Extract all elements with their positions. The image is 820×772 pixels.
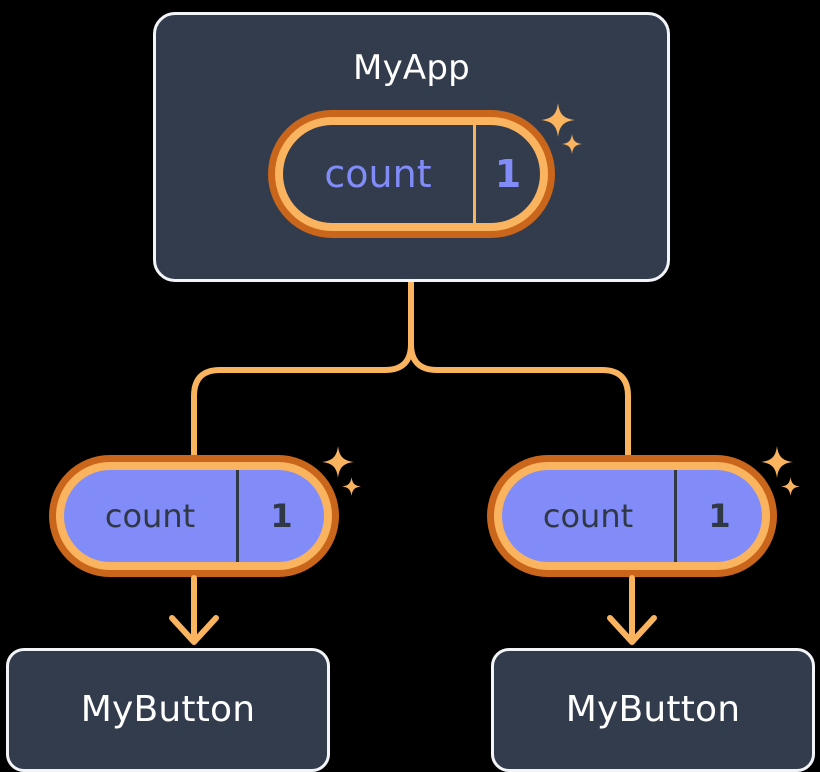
signal-divider <box>236 470 239 562</box>
signal-divider <box>674 470 677 562</box>
signal-pill-ring: count 1 <box>494 462 770 570</box>
signal-name-right: count <box>542 497 634 535</box>
signal-pill-body: count 1 <box>283 125 540 223</box>
signal-divider <box>473 125 476 223</box>
signal-pill-body: count 1 <box>502 470 762 562</box>
sparkle-large-icon <box>761 446 793 478</box>
signal-name-left: count <box>104 497 196 535</box>
component-label-myapp: MyApp <box>353 48 470 88</box>
signal-value-right: 1 <box>708 497 731 535</box>
component-label-mybutton-right: MyButton <box>565 689 741 730</box>
signal-pill-ring: count 1 <box>56 462 332 570</box>
signal-value-left: 1 <box>270 497 293 535</box>
sparkle-small-icon <box>342 477 361 496</box>
component-box-mybutton-right[interactable]: MyButton <box>491 648 815 772</box>
signal-pill-root[interactable]: count 1 <box>268 110 555 238</box>
signal-pill-body: count 1 <box>64 470 324 562</box>
sparkle-small-icon <box>781 477 800 496</box>
signal-value-root: 1 <box>494 152 522 196</box>
component-box-mybutton-left[interactable]: MyButton <box>6 648 330 772</box>
signal-pill-left[interactable]: count 1 <box>49 455 339 577</box>
signal-pill-right[interactable]: count 1 <box>487 455 777 577</box>
signal-name-root: count <box>324 152 432 196</box>
sparkle-large-icon <box>322 446 354 478</box>
component-label-mybutton-left: MyButton <box>80 689 256 730</box>
signal-pill-ring: count 1 <box>275 117 548 231</box>
